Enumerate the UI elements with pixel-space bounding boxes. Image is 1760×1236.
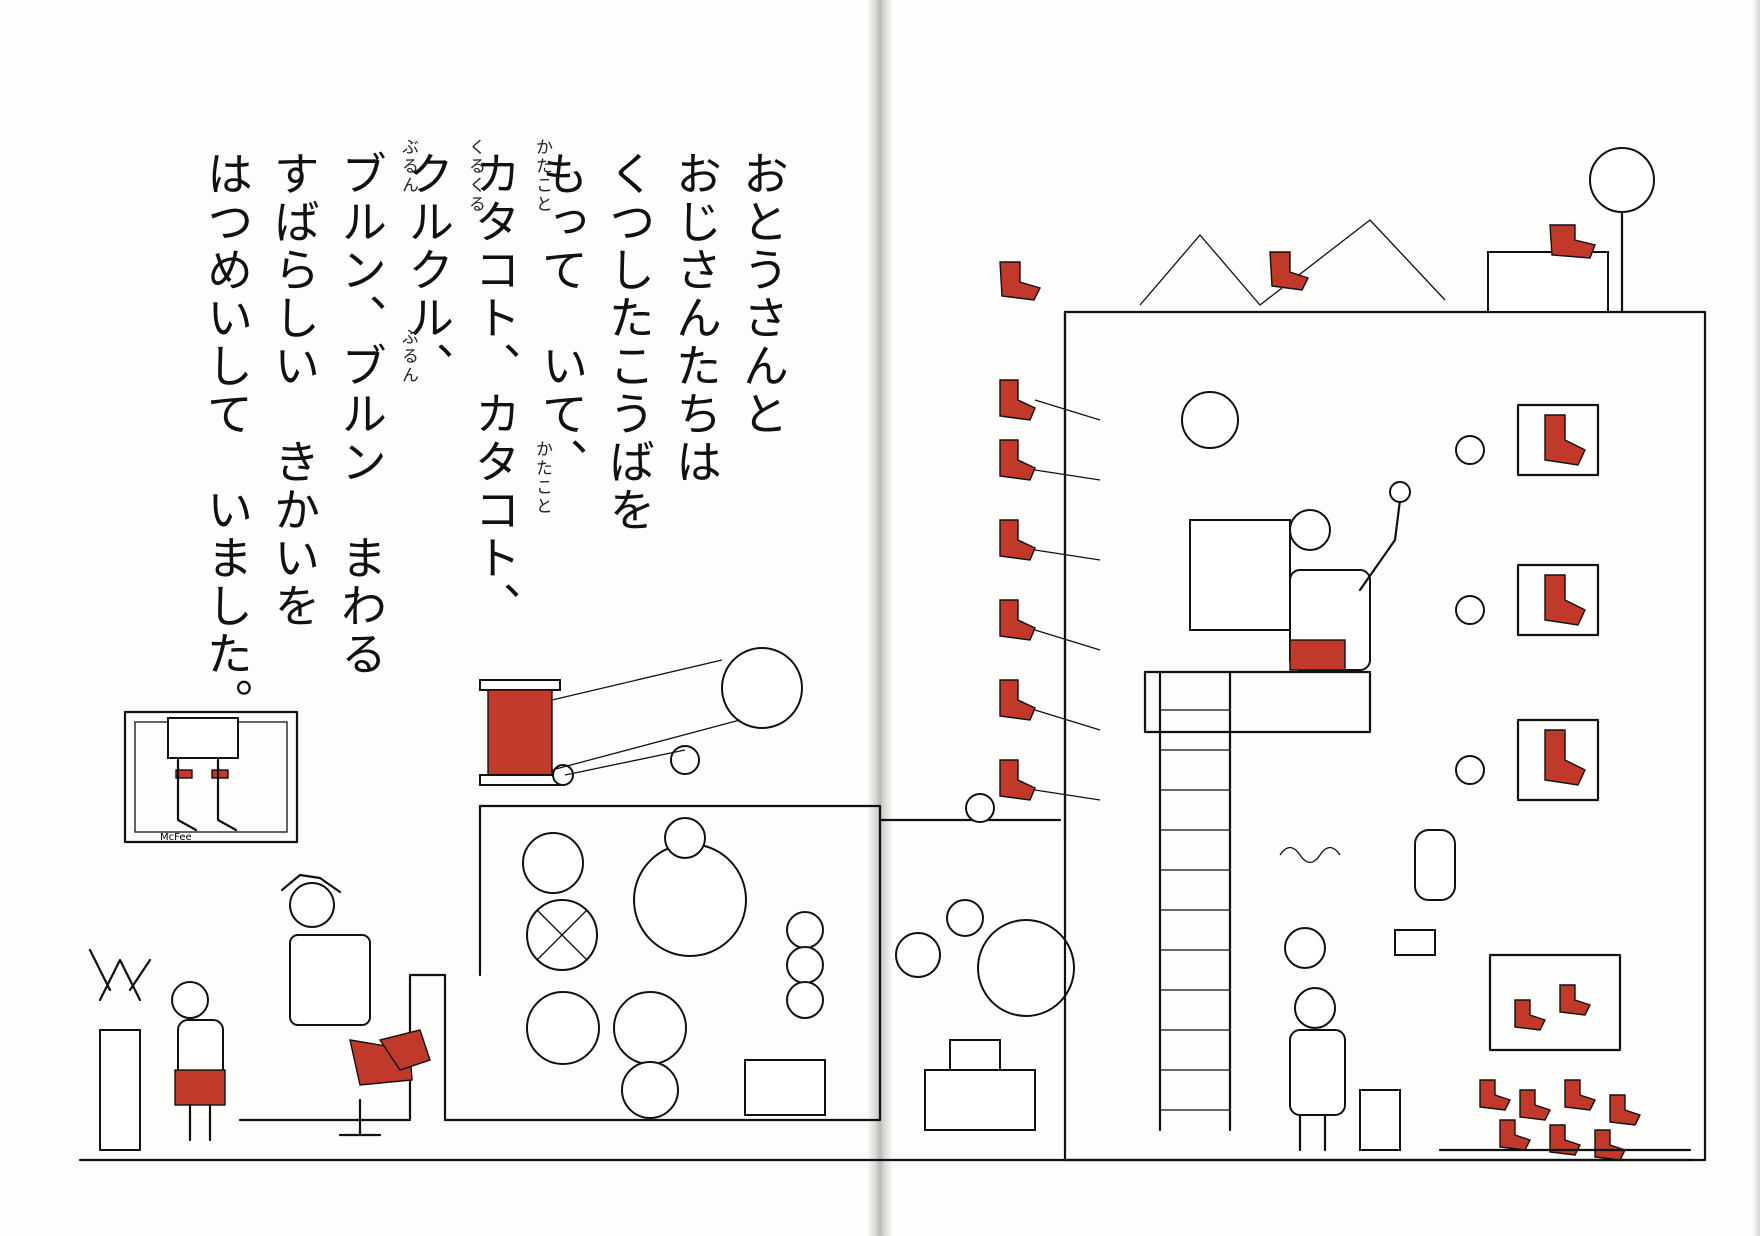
ruby-katakoto-1: かたこと xyxy=(532,138,552,214)
sock-output-chute xyxy=(1438,953,1692,1161)
page-edge xyxy=(1752,0,1760,1236)
left-machine xyxy=(238,804,882,1122)
left-page xyxy=(0,0,880,1236)
framed-portrait: McFee xyxy=(123,710,299,844)
girl-figure xyxy=(171,981,226,1142)
text-line-1: おとうさんと xyxy=(736,150,790,438)
text-line-4: もって いて、 xyxy=(535,150,589,486)
boiler-pipes xyxy=(1279,829,1456,969)
center-pulleys xyxy=(878,793,1075,1131)
text-line-2: おじさんたちは xyxy=(669,150,723,486)
portrait-sign: McFee xyxy=(160,832,192,843)
text-line-7: ブルン、ブルン まわる xyxy=(334,150,388,678)
text-line-6: クルクル、 xyxy=(401,150,455,390)
text-line-9: はつめいして いました。 xyxy=(200,150,254,726)
uncle-figure xyxy=(1289,987,1401,1152)
factory-building xyxy=(1063,147,1707,1162)
father-figure xyxy=(280,873,431,1137)
potted-plant xyxy=(88,948,152,1151)
sock-windows xyxy=(1455,403,1600,802)
text-line-3: くつしたこうばを xyxy=(602,150,656,534)
sock-arms-column xyxy=(999,379,1101,801)
balcony-ladder xyxy=(1143,639,1372,1132)
ruby-burun-1: ぶるん xyxy=(398,138,418,195)
red-thread-spool xyxy=(479,647,803,786)
ruby-katakoto-2: かたこと xyxy=(532,440,552,516)
text-line-5: カタコト、カタコト、 xyxy=(468,150,522,630)
text-line-8: すばらしい きかいを xyxy=(267,150,321,630)
ruby-burun-2: ぶるん xyxy=(398,328,418,385)
control-panel xyxy=(1181,391,1411,671)
ruby-kurukuru: くるくる xyxy=(465,138,485,214)
roof-conveyor xyxy=(999,219,1596,306)
story-text: おとうさんと おじさんたちは くつしたこうばを もって いて、 カタコト、カタコ… xyxy=(110,138,790,726)
